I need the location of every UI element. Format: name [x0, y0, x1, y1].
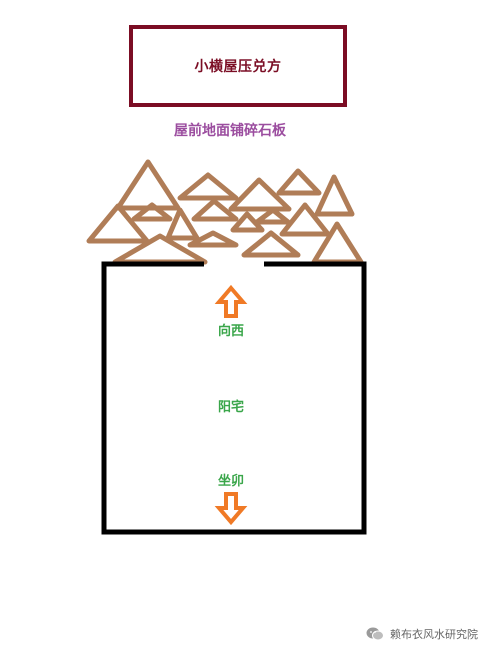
stone	[131, 202, 173, 222]
top-box-label: 小横屋压兑方	[194, 59, 282, 75]
arrow-up-icon	[214, 284, 248, 318]
arrow-down-icon	[214, 492, 248, 526]
stone	[314, 174, 355, 217]
sitting-direction-label: 坐卯	[217, 474, 244, 489]
watermark-text: 赖布衣风水研究院	[390, 628, 478, 641]
stone	[276, 168, 322, 196]
stone	[241, 230, 301, 258]
stone	[86, 203, 150, 244]
small-horizontal-house-box: 小横屋压兑方	[129, 25, 347, 107]
paving-label: 屋前地面铺碎石板	[174, 123, 286, 139]
wechat-icon	[366, 627, 384, 641]
stone	[115, 159, 181, 211]
house-outline	[101, 261, 367, 535]
stone	[279, 202, 331, 237]
facing-direction-label: 向西	[217, 324, 244, 339]
watermark: 赖布衣风水研究院	[366, 626, 478, 642]
stone	[191, 198, 239, 222]
stone	[177, 172, 239, 201]
stone	[228, 177, 292, 212]
stone	[311, 221, 364, 265]
stone-pile	[86, 159, 364, 265]
house-center-label: 阳宅	[217, 400, 244, 415]
stone	[165, 207, 200, 241]
stone	[187, 230, 239, 248]
stone	[254, 207, 291, 225]
